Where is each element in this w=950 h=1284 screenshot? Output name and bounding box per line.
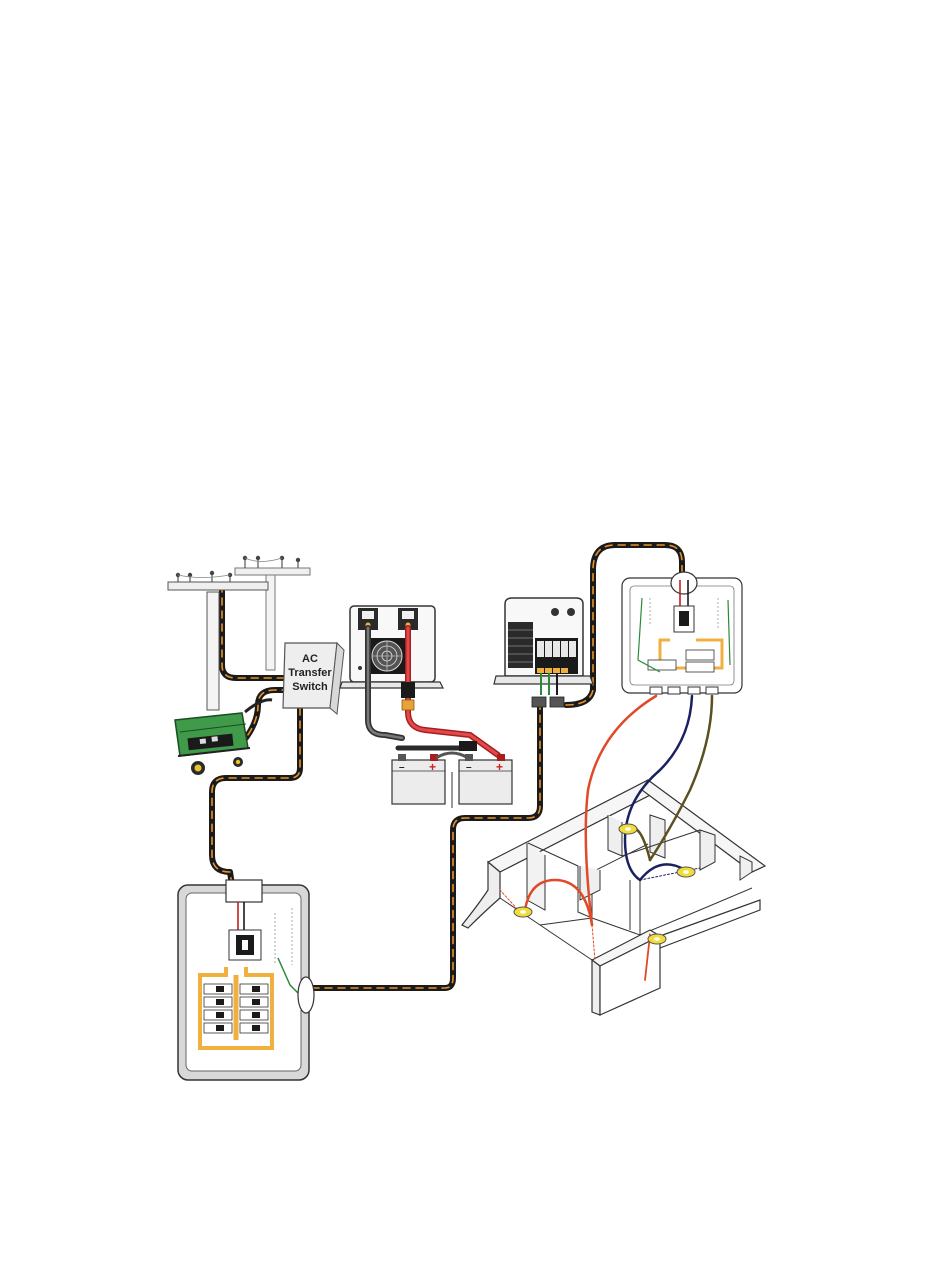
ats-label-line2: Transfer <box>288 667 332 679</box>
charge-controller-icon <box>494 598 593 707</box>
battery-right-positive: + <box>496 760 503 774</box>
battery-icon: – + – + <box>392 753 512 808</box>
battery-left-positive: + <box>429 760 436 774</box>
battery-left-negative: – <box>399 762 405 773</box>
dc-fuse <box>401 682 477 751</box>
sub-panel-icon <box>622 572 742 694</box>
house-circuits <box>500 696 712 980</box>
inverter-icon <box>340 606 443 688</box>
battery-right-negative: – <box>466 762 472 773</box>
breaker-panel-icon <box>178 880 314 1080</box>
ats-label-line1: AC <box>302 653 318 665</box>
ac-transfer-switch: AC Transfer Switch <box>283 643 344 714</box>
ats-label-line3: Switch <box>292 681 328 693</box>
